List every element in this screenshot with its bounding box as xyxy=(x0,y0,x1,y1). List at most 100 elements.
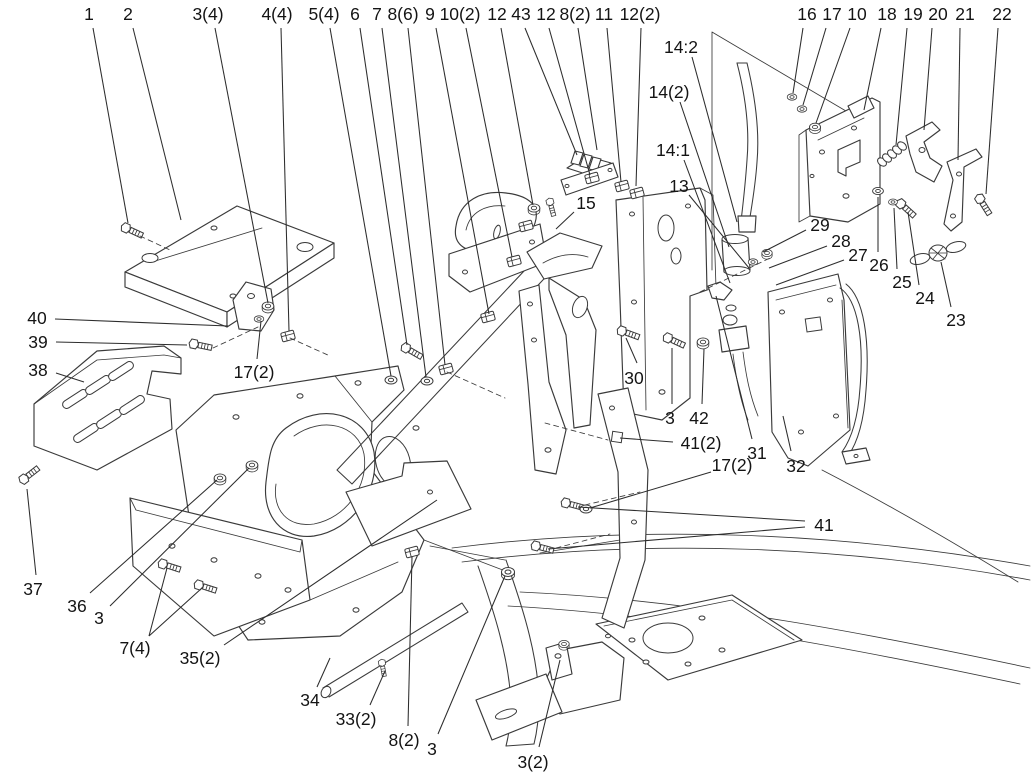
leader-line xyxy=(762,229,807,253)
leader-line xyxy=(359,27,408,346)
callout-14-2: 14:2 xyxy=(664,37,698,57)
leader-line xyxy=(606,27,622,183)
callout-3: 3 xyxy=(427,739,437,759)
callout-7: 7 xyxy=(372,4,382,24)
callout-12: 12 xyxy=(487,4,506,24)
leader-line xyxy=(148,567,168,637)
callout-8-6-: 8(6) xyxy=(387,4,418,24)
leader-line xyxy=(635,27,642,187)
leader-line xyxy=(369,670,386,706)
guard-plate-part-38 xyxy=(33,345,182,471)
leader-line xyxy=(132,27,182,221)
leader-line xyxy=(577,506,806,522)
callout-10-2-: 10(2) xyxy=(440,4,481,24)
callout-33-2-: 33(2) xyxy=(336,709,377,729)
callout-3-4-: 3(4) xyxy=(192,4,223,24)
callout-40: 40 xyxy=(27,308,47,328)
support-rod xyxy=(320,602,469,699)
callout-37: 37 xyxy=(23,579,42,599)
leader-line xyxy=(895,27,908,146)
console-tower xyxy=(336,187,717,629)
leader-line xyxy=(863,27,882,111)
callout-18: 18 xyxy=(877,4,896,24)
leader-line xyxy=(92,27,129,224)
callout-5-4-: 5(4) xyxy=(308,4,339,24)
latch-bracket xyxy=(943,148,983,232)
leader-line xyxy=(538,659,561,748)
callout-3: 3 xyxy=(665,408,675,428)
leader-line xyxy=(280,27,290,332)
callout-11: 11 xyxy=(595,4,613,24)
seat-plate xyxy=(595,594,803,681)
leader-line xyxy=(775,259,845,286)
leader-line xyxy=(435,27,490,315)
callout-43: 43 xyxy=(511,4,530,24)
callout-41-2-: 41(2) xyxy=(681,433,722,453)
leader-line xyxy=(701,348,705,405)
leader-line xyxy=(792,27,804,94)
callout-17-2-: 17(2) xyxy=(234,362,275,382)
leader-line xyxy=(89,479,218,594)
callout-30: 30 xyxy=(624,368,644,388)
callout-6: 6 xyxy=(350,4,360,24)
leader-line xyxy=(437,575,506,735)
leader-line xyxy=(985,27,999,195)
leader-line xyxy=(625,337,638,364)
mount-bracket-part-2 xyxy=(124,205,335,328)
leader-line xyxy=(715,295,753,440)
callout-12: 12 xyxy=(536,4,555,24)
lever-bracket xyxy=(526,232,603,429)
leader-line xyxy=(256,320,262,360)
callout-27: 27 xyxy=(848,245,867,265)
leader-line xyxy=(782,415,792,452)
callout-3: 3 xyxy=(94,608,104,628)
leader-line xyxy=(55,341,188,346)
callout-29: 29 xyxy=(810,215,829,235)
leader-line xyxy=(329,27,392,377)
leader-line xyxy=(683,159,731,284)
leader-line xyxy=(907,211,920,286)
leader-line xyxy=(148,587,203,637)
leader-line xyxy=(54,318,229,327)
callout-3-2-: 3(2) xyxy=(517,752,548,772)
callout-36: 36 xyxy=(67,596,86,616)
leader-line xyxy=(940,261,952,308)
fasteners xyxy=(16,93,994,678)
leader-line xyxy=(548,27,591,176)
leader-line xyxy=(500,27,534,206)
callout-14-1: 14:1 xyxy=(656,140,690,160)
leader-line xyxy=(589,471,712,509)
callout-22: 22 xyxy=(992,4,1011,24)
callout-39: 39 xyxy=(28,332,47,352)
callout-2: 2 xyxy=(123,4,133,24)
leader-line xyxy=(407,27,446,366)
leader-line xyxy=(407,556,413,727)
leader-line xyxy=(223,499,438,646)
leader-line xyxy=(679,101,730,248)
callout-7-4-: 7(4) xyxy=(119,638,150,658)
leader-line xyxy=(316,657,331,688)
callout-4-4-: 4(4) xyxy=(261,4,292,24)
leader-line xyxy=(547,526,806,550)
callout-8-2-: 8(2) xyxy=(559,4,590,24)
leader-line xyxy=(688,194,750,269)
dash-pod-cover xyxy=(448,191,548,293)
leader-line xyxy=(802,27,827,106)
callout-21: 21 xyxy=(955,4,974,24)
frame-rails xyxy=(429,469,1031,747)
leader-line xyxy=(55,372,85,383)
callout-17: 17 xyxy=(822,4,841,24)
callout-17-2-: 17(2) xyxy=(712,455,753,475)
side-panel-32 xyxy=(767,273,871,467)
callout-28: 28 xyxy=(831,231,850,251)
cover-plate xyxy=(345,460,472,547)
leader-line xyxy=(957,27,961,161)
callout-41: 41 xyxy=(814,515,833,535)
callout-9: 9 xyxy=(425,4,435,24)
callout-12-2-: 12(2) xyxy=(620,4,661,24)
leader-line xyxy=(577,27,598,151)
callout-10: 10 xyxy=(847,4,867,24)
callout-23: 23 xyxy=(946,310,965,330)
wing-nut xyxy=(909,241,967,265)
